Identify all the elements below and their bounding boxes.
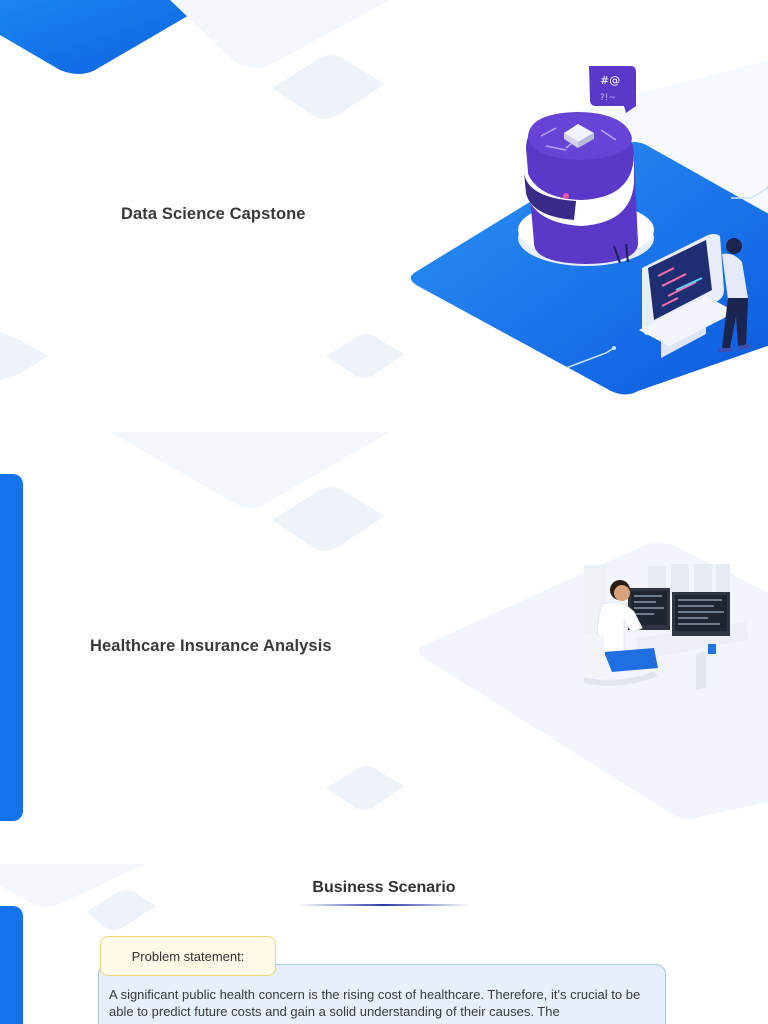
svg-text:?!~: ?!~ (600, 93, 616, 103)
analyst-workstation-icon (583, 564, 748, 690)
slide-title-text: Healthcare Insurance Analysis (90, 637, 332, 655)
robot-kiosk-icon: #@ ?!~ (410, 66, 768, 395)
problem-body-text: A significant public health concern is t… (109, 987, 641, 1019)
accent-bar (0, 474, 23, 821)
accent-bar (0, 906, 23, 1024)
svg-text:#@: #@ (600, 74, 620, 87)
slide-gap (0, 410, 768, 432)
slide-title-text: Data Science Capstone (121, 205, 306, 223)
slide-business-scenario: Business Scenario Problem statement: A s… (0, 864, 768, 1024)
problem-tag-label: Problem statement: (131, 948, 245, 964)
section-title: Business Scenario (312, 879, 456, 896)
slide-gap (0, 822, 768, 864)
slide-topic: Healthcare Insurance Analysis (0, 432, 768, 822)
problem-tag: Problem statement: (100, 936, 276, 976)
slide-title: #@ ?!~ Data Science Capstone (0, 0, 768, 410)
background-decor (0, 864, 156, 930)
section-underline (298, 904, 470, 906)
